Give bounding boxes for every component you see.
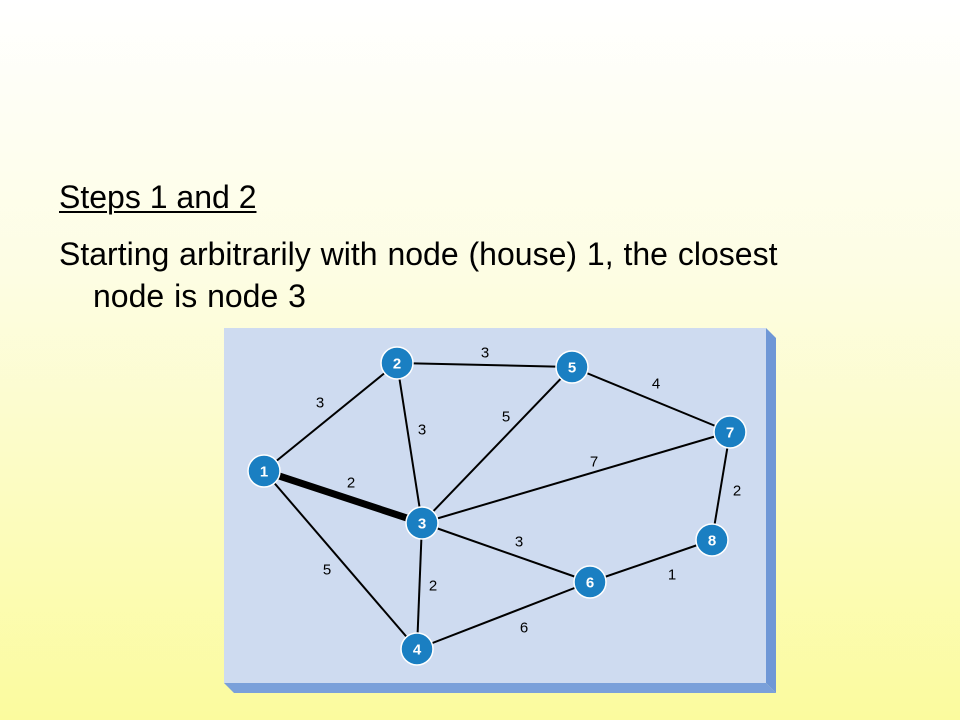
edge-weight-2-5: 3 bbox=[481, 345, 489, 362]
diagram-panel bbox=[224, 328, 766, 683]
node-circle-8 bbox=[695, 523, 729, 557]
node-label-7: 7 bbox=[726, 425, 734, 442]
edges-layer bbox=[262, 362, 731, 650]
node-label-6: 6 bbox=[586, 575, 594, 592]
network-diagram-svg: 3 2 5 3 3 5 7 3 2 4 2 1 6 1 2 3 4 5 6 7 8 bbox=[224, 328, 776, 693]
edge-3-5 bbox=[421, 366, 573, 524]
node-label-2: 2 bbox=[393, 356, 401, 373]
edge-weight-1-2: 3 bbox=[316, 395, 324, 412]
node-circle-5 bbox=[555, 350, 589, 384]
node-label-3: 3 bbox=[418, 516, 426, 533]
edge-3-7 bbox=[421, 431, 731, 524]
edge-8-6 bbox=[589, 539, 713, 583]
node-4: 4 bbox=[400, 632, 434, 666]
edge-weight-5-7: 4 bbox=[652, 376, 660, 393]
node-label-5: 5 bbox=[568, 360, 576, 377]
node-2: 2 bbox=[380, 346, 414, 380]
node-circle-3 bbox=[405, 506, 439, 540]
edge-2-5 bbox=[396, 362, 573, 368]
node-circle-7 bbox=[713, 415, 747, 449]
node-label-1: 1 bbox=[260, 464, 268, 481]
edge-4-6 bbox=[416, 581, 591, 650]
edge-weight-3-6: 3 bbox=[515, 534, 523, 551]
edge-weight-3-7: 7 bbox=[590, 454, 598, 471]
node-3: 3 bbox=[405, 506, 439, 540]
node-label-4: 4 bbox=[413, 642, 422, 659]
edge-1-4 bbox=[263, 470, 418, 650]
node-label-8: 8 bbox=[708, 533, 716, 550]
edge-weight-8-6: 1 bbox=[668, 567, 676, 584]
edge-weight-3-5: 5 bbox=[502, 409, 510, 426]
node-1: 1 bbox=[247, 454, 281, 488]
weights-layer: 3 2 5 3 3 5 7 3 2 4 2 1 6 bbox=[316, 345, 741, 637]
edge-weight-7-8: 2 bbox=[733, 483, 741, 500]
panel-bevel-bottom bbox=[224, 683, 776, 693]
edge-2-3 bbox=[396, 362, 423, 524]
edge-weight-4-6: 6 bbox=[520, 620, 528, 637]
edge-weight-3-4: 2 bbox=[429, 578, 437, 595]
node-circle-2 bbox=[380, 346, 414, 380]
panel-bevel-right bbox=[766, 328, 776, 693]
node-6: 6 bbox=[573, 565, 607, 599]
edge-7-8 bbox=[711, 431, 731, 541]
edge-weight-1-4: 5 bbox=[323, 562, 331, 579]
slide-body-text: Starting arbitrarily with node (house) 1… bbox=[59, 236, 778, 314]
node-5: 5 bbox=[555, 350, 589, 384]
edge-3-6 bbox=[421, 522, 591, 583]
edge-1-3 bbox=[262, 467, 424, 527]
nodes-layer: 1 2 3 4 5 6 7 8 bbox=[247, 346, 747, 666]
edge-5-7 bbox=[571, 366, 731, 433]
node-7: 7 bbox=[713, 415, 747, 449]
edge-3-4 bbox=[416, 522, 423, 650]
node-circle-6 bbox=[573, 565, 607, 599]
edge-1-2 bbox=[263, 362, 398, 472]
edge-weight-1-3: 2 bbox=[347, 475, 355, 492]
node-circle-4 bbox=[400, 632, 434, 666]
node-circle-1 bbox=[247, 454, 281, 488]
node-8: 8 bbox=[695, 523, 729, 557]
slide-title: Steps 1 and 2 bbox=[59, 179, 257, 215]
edge-weight-2-3: 3 bbox=[418, 422, 426, 439]
network-diagram: 3 2 5 3 3 5 7 3 2 4 2 1 6 1 2 3 4 5 6 7 8 bbox=[222, 326, 778, 696]
